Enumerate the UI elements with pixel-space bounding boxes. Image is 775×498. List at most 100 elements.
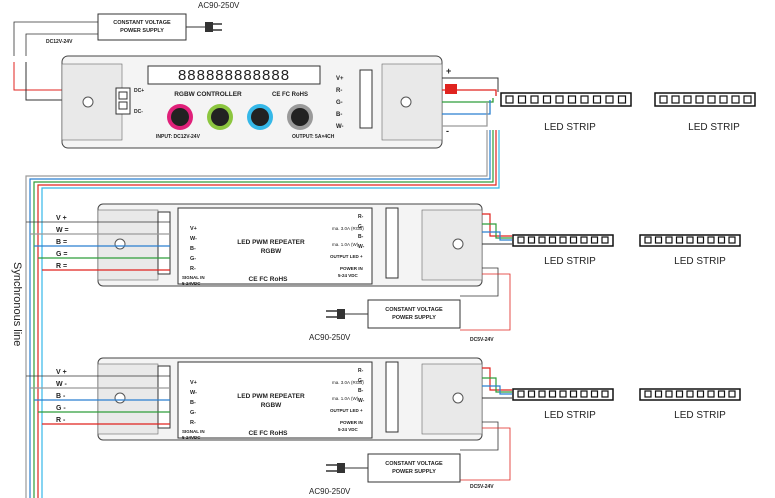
repeater-1-strip-1 [512,234,614,247]
controller-input: INPUT: DC12V-24V [156,134,201,140]
led-chip [717,390,726,398]
led-chip [567,95,577,104]
top-led-strip-2 [654,92,756,107]
svg-text:B-: B- [336,112,342,118]
led-chip [601,390,609,398]
svg-text:W-: W- [190,236,197,242]
led-chip [665,390,673,398]
svg-text:RGBW: RGBW [261,402,282,409]
led-chip [538,236,546,244]
svg-text:G-: G- [358,224,364,230]
svg-text:G-: G- [358,378,364,384]
svg-text:POWER IN: POWER IN [340,266,363,271]
led-chip [707,390,715,398]
svg-text:B-: B- [190,400,196,406]
repeater-2-strip-1 [512,388,614,401]
svg-text:R-: R- [336,88,342,94]
svg-text:V+: V+ [336,76,344,82]
led-chip [527,236,536,244]
top-psu-line1: CONSTANT VOLTAGE [113,20,171,26]
led-chip [530,95,539,104]
svg-text:DC5V-24V: DC5V-24V [470,337,494,343]
led-chip [695,95,704,104]
svg-text:B-: B- [190,246,196,252]
svg-text:W-: W- [336,124,344,130]
led-chips [644,236,736,244]
led-chip [569,236,578,244]
top-plug-icon [186,22,222,32]
repeater-1-strip-label-2: LED STRIP [674,256,726,267]
svg-text:V+: V+ [190,380,197,386]
led-chip [717,236,726,244]
led-chip [517,95,527,104]
led-chips [659,95,752,104]
rgbw-controller: DC+ DC- 888888888888 RGBW CONTROLLER CE … [61,55,443,149]
svg-text:ma. 1.0A (W): ma. 1.0A (W) [332,396,359,401]
led-chip [605,95,614,104]
top-strip-label-2: LED STRIP [688,122,740,133]
repeater-2-title: LED PWM REPEATER [237,393,305,400]
repeater-2-strip-label-1: LED STRIP [544,410,596,421]
svg-text:G -: G - [56,405,66,412]
svg-text:B-: B- [358,388,364,394]
controller-title: RGBW CONTROLLER [174,91,242,98]
led-chip [675,236,684,244]
svg-text:R-: R- [190,266,196,272]
led-chips [517,236,609,244]
repeater-2: V+ W- B- G- R- SIGNAL IN 5-24VDC LED PWM… [97,357,483,441]
svg-text:B-: B- [358,234,364,240]
led-chip [719,95,728,104]
repeater-2-strip-2 [639,388,741,401]
repeater-2-bus-labels: V + W - B - G - R - [56,369,68,424]
svg-text:R =: R = [56,263,67,270]
controller-display [147,65,321,85]
led-chip [675,390,684,398]
repeater-2-psu: CONSTANT VOLTAGE POWER SUPPLY AC90-250V … [309,453,494,496]
top-psu-box [97,13,187,41]
svg-text:CE FC RoHS: CE FC RoHS [249,430,289,437]
svg-text:W-: W- [190,390,197,396]
controller-display-digits: 888888888888 [178,67,290,84]
plus-sign-box [445,84,457,94]
svg-text:CE FC RoHS: CE FC RoHS [249,276,289,283]
svg-text:5-24 VDC: 5-24 VDC [338,427,359,432]
svg-text:RGBW: RGBW [261,248,282,255]
repeater-1-psu: CONSTANT VOLTAGE POWER SUPPLY AC90-250V … [309,299,494,343]
top-mains-label: AC90-250V [198,1,240,10]
svg-text:SIGNAL IN: SIGNAL IN [182,275,205,280]
svg-text:SIGNAL IN: SIGNAL IN [182,429,205,434]
controller-cert: CE FC RoHS [272,92,308,98]
svg-text:POWER SUPPLY: POWER SUPPLY [392,469,436,475]
led-chip [580,236,588,244]
led-chip [686,236,694,244]
led-chip [696,390,705,398]
led-chip [601,236,609,244]
svg-text:R -: R - [56,417,66,424]
plus-sign: + [446,66,451,76]
sync-bus [25,130,500,498]
led-chip [548,390,557,398]
led-chip [683,95,692,104]
led-chip [559,236,567,244]
led-chip [644,236,652,244]
led-chip [505,95,514,104]
controller-dc-minus: DC- [134,109,143,115]
controller-dc-plus: DC+ [134,88,144,94]
led-chip [569,390,578,398]
led-chip [707,95,716,104]
led-chip [590,390,599,398]
minus-sign: - [446,126,449,136]
sync-line-label: Synchronous line [11,262,23,346]
svg-text:POWER SUPPLY: POWER SUPPLY [392,315,436,321]
led-chip [743,95,752,104]
led-chip [555,95,564,104]
svg-text:V +: V + [56,369,67,376]
svg-text:DC5V-24V: DC5V-24V [470,484,494,490]
led-chip [527,390,536,398]
svg-text:B =: B = [56,239,67,246]
svg-text:ma. 1.0A (W): ma. 1.0A (W) [332,242,359,247]
svg-text:G-: G- [336,100,343,106]
led-chips [644,390,736,398]
svg-text:5-24VDC: 5-24VDC [182,435,201,440]
svg-text:CONSTANT VOLTAGE: CONSTANT VOLTAGE [385,461,443,467]
